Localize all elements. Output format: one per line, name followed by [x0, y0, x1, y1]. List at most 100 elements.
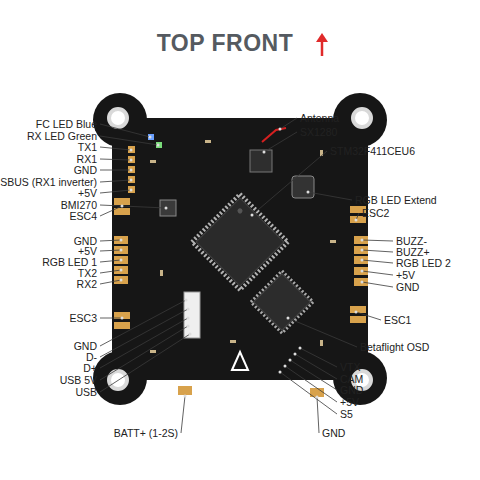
pin-label: ESC2	[362, 206, 389, 220]
pin-label: BUZZ+	[396, 245, 430, 259]
esc-pad	[114, 198, 130, 205]
leader-dot	[130, 149, 133, 152]
led	[148, 134, 154, 140]
esc-pad	[114, 322, 130, 329]
osd-chip	[251, 271, 313, 333]
leader-line	[100, 270, 121, 273]
pin-label: STM32F411CEU6	[330, 144, 415, 158]
leader-line	[100, 170, 131, 171]
pin-label: Antenna	[300, 111, 339, 125]
leader-dot	[130, 189, 133, 192]
esc-pad	[114, 208, 130, 215]
leader-line	[362, 250, 393, 252]
pin-label: +5V	[396, 268, 415, 282]
leader-dot	[263, 151, 266, 154]
pcb	[93, 93, 387, 405]
leader-line	[100, 159, 131, 160]
pin-label: +5V	[0, 186, 97, 200]
leader-line	[285, 366, 337, 402]
leader-dot	[187, 308, 190, 311]
leader-line	[362, 282, 393, 287]
leader-dot	[120, 259, 123, 262]
pin-label: TX2	[0, 266, 97, 280]
leader-line	[280, 118, 297, 129]
leader-dot	[121, 317, 124, 320]
pad	[128, 186, 135, 193]
leader-dot	[189, 333, 192, 336]
leader-line	[100, 190, 131, 193]
leader-dot	[316, 396, 319, 399]
logo-mark	[232, 352, 248, 370]
pad	[114, 266, 128, 274]
leader-dot	[279, 371, 282, 374]
pin-label: BUZZ-	[396, 234, 427, 248]
leader-dot	[361, 249, 364, 252]
pad	[114, 256, 128, 264]
pin-label: +5V	[0, 244, 97, 258]
leader-line	[100, 240, 121, 241]
leader-line	[100, 326, 188, 380]
pin-label: GND	[0, 339, 97, 353]
mount-hole	[353, 109, 371, 127]
leader-dot	[361, 259, 364, 262]
leader-line	[100, 309, 188, 357]
led	[156, 142, 162, 148]
esc-pad	[350, 316, 366, 323]
solder-pads	[114, 146, 368, 397]
smd-part	[320, 340, 323, 346]
leader-line	[100, 136, 158, 145]
leader-dot	[279, 128, 282, 131]
pin-label: D+	[0, 361, 97, 375]
passives	[150, 140, 336, 353]
smd-part	[205, 140, 211, 143]
pin-label: S5	[340, 407, 353, 421]
leader-line	[308, 192, 352, 200]
mcu-pins	[192, 194, 288, 290]
pin-label: FC LED Blue	[0, 117, 97, 131]
pin-label: ESC1	[384, 313, 411, 327]
leader-dot	[130, 169, 133, 172]
leader-line	[317, 397, 319, 433]
usb-connector	[184, 292, 200, 338]
leader-line	[252, 151, 327, 215]
leader-dot	[361, 239, 364, 242]
leader-lines	[100, 118, 393, 433]
inductor	[292, 176, 314, 198]
smd-part	[330, 240, 336, 243]
pin-label: ESC3	[0, 311, 97, 325]
arrow-head	[316, 33, 328, 42]
pin-label: BMI270	[0, 198, 97, 212]
leader-line	[295, 354, 337, 379]
pcb-body	[112, 118, 368, 380]
leader-dot	[120, 249, 123, 252]
smd-part	[160, 270, 163, 276]
leader-line	[280, 372, 337, 414]
pin-label: Betaflight OSD	[360, 340, 429, 354]
smd-part	[150, 350, 156, 353]
leader-line	[100, 206, 122, 216]
leader-dot	[120, 239, 123, 242]
diagram-title: TOP FRONT	[130, 30, 320, 57]
leader-line	[264, 132, 297, 152]
leader-dot	[284, 365, 287, 368]
pin-label: GND	[0, 163, 97, 177]
pin-label: TX1	[0, 140, 97, 154]
esc-pad	[350, 306, 366, 313]
pin-label: RX1	[0, 152, 97, 166]
leader-dot	[361, 281, 364, 284]
leader-dot	[130, 159, 133, 162]
pin-label: SBUS (RX1 inverter)	[0, 175, 97, 189]
pin-label: RX2	[0, 277, 97, 291]
mount-hole	[109, 109, 127, 127]
pin-label: GND	[322, 426, 345, 440]
leader-dot	[307, 191, 310, 194]
mcu-body	[196, 198, 284, 286]
arrow-shaft	[321, 40, 324, 56]
pin-label: GND	[396, 280, 419, 294]
pin-label: GND	[340, 383, 363, 397]
leader-line	[100, 334, 190, 392]
pad	[354, 267, 368, 275]
leader-dot	[187, 317, 190, 320]
leader-dot	[165, 207, 168, 210]
batt-pad	[178, 386, 192, 395]
